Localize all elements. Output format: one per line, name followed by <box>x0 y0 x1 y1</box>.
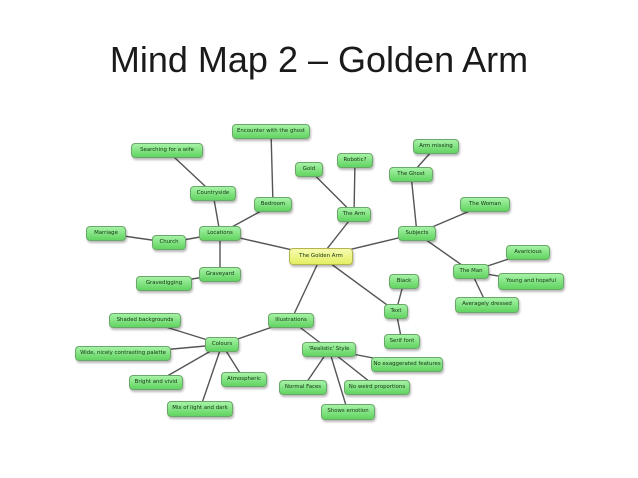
node-text[interactable]: Text <box>384 304 408 319</box>
link-the_arm-robotic <box>353 160 356 215</box>
node-subjects[interactable]: Subjects <box>398 226 436 241</box>
node-shaded-backgrounds[interactable]: Shaded backgrounds <box>109 313 181 328</box>
link-colours-mix <box>199 344 223 410</box>
node-graveyard[interactable]: Graveyard <box>199 267 241 282</box>
slide-title: Mind Map 2 – Golden Arm <box>109 39 529 80</box>
node-locations[interactable]: Locations <box>199 226 241 241</box>
node-atmospheric[interactable]: Atmospheric <box>221 372 267 387</box>
node-countryside[interactable]: Countryside <box>190 186 236 201</box>
node-bedroom[interactable]: Bedroom <box>254 197 292 212</box>
node-serif-font[interactable]: Serif font <box>384 334 420 349</box>
node-wide-nicely-contrasting-palette[interactable]: Wide, nicely contrasting palette <box>75 346 171 361</box>
node-the-arm[interactable]: The Arm <box>337 207 371 222</box>
node-young-and-hopeful[interactable]: Young and hopeful <box>498 273 564 290</box>
node-realistic-style[interactable]: 'Realistic' Style <box>302 342 356 357</box>
link-subjects-the_ghost <box>410 174 418 234</box>
node-the-man[interactable]: The Man <box>453 264 489 279</box>
node-normal-faces[interactable]: Normal Faces <box>279 380 327 395</box>
node-robotic[interactable]: Robotic? <box>337 153 373 168</box>
node-averagely-dressed[interactable]: Averagely dressed <box>455 297 519 313</box>
node-the-ghost[interactable]: The Ghost <box>389 167 433 182</box>
link-center-illustrations <box>290 256 322 321</box>
node-illustrations[interactable]: Illustrations <box>268 313 314 328</box>
node-black[interactable]: Black <box>389 274 419 289</box>
node-bright-and-vivid[interactable]: Bright and vivid <box>129 375 183 390</box>
link-realistic-shows_emotion <box>328 349 349 413</box>
node-colours[interactable]: Colours <box>205 337 239 352</box>
node-encounter-with-the-ghost[interactable]: Encounter with the ghost <box>232 124 310 139</box>
link-bedroom-encounter <box>270 131 274 205</box>
node-arm-missing[interactable]: Arm missing <box>413 139 459 154</box>
node-searching-for-a-wife[interactable]: Searching for a wife <box>131 143 203 158</box>
node-the-woman[interactable]: The Woman <box>460 197 510 212</box>
node-mix-of-light-and-dark[interactable]: Mix of light and dark <box>167 401 233 417</box>
node-no-exaggerated-features[interactable]: No exaggerated features <box>371 357 443 372</box>
link-center-text <box>320 255 397 313</box>
node-avaricious[interactable]: Avaricious <box>506 245 550 260</box>
node-gravedigging[interactable]: Gravedigging <box>136 276 192 291</box>
node-church[interactable]: Church <box>152 235 186 250</box>
node-the-golden-arm[interactable]: The Golden Arm <box>289 248 353 265</box>
node-gold[interactable]: Gold <box>295 162 323 177</box>
node-marriage[interactable]: Marriage <box>86 226 126 241</box>
node-no-weird-proportions[interactable]: No weird proportions <box>344 380 410 395</box>
node-shows-emotion[interactable]: Shows emotion <box>321 404 375 420</box>
